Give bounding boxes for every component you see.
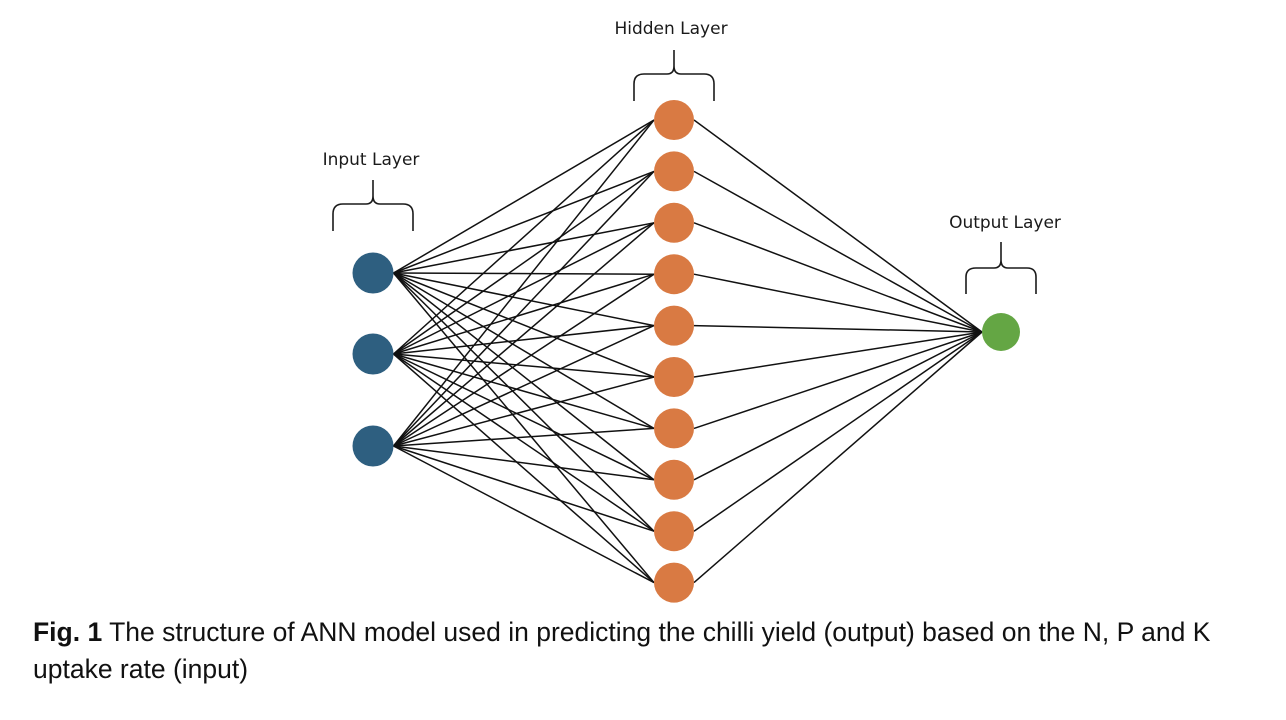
edge-hidden-7-to-output-1 xyxy=(693,331,983,430)
edge-input-1-to-hidden-8 xyxy=(393,272,655,481)
edge-input-2-to-hidden-7 xyxy=(393,353,655,430)
hidden-layer-brace xyxy=(633,50,715,101)
input-node-2 xyxy=(352,333,394,375)
edge-input-3-to-hidden-2 xyxy=(392,170,655,447)
hidden-node-6 xyxy=(654,357,694,397)
edge-hidden-4-to-output-1 xyxy=(693,273,983,333)
hidden-node-1 xyxy=(654,100,694,140)
edge-input-1-to-hidden-4 xyxy=(393,272,655,275)
output-layer-label: Output Layer xyxy=(949,213,1061,233)
edge-hidden-10-to-output-1 xyxy=(693,331,983,584)
ann-diagram: Input Layer Hidden Layer Output Layer xyxy=(323,19,1061,603)
input-node-1 xyxy=(352,252,394,294)
edge-input-2-to-hidden-6 xyxy=(393,353,655,378)
hidden-node-8 xyxy=(654,459,694,500)
edge-input-1-to-hidden-10 xyxy=(392,272,655,584)
hidden-node-10 xyxy=(654,562,694,603)
hidden-node-9 xyxy=(654,511,694,552)
edge-hidden-3-to-output-1 xyxy=(693,222,983,333)
figure-caption: Fig. 1 The structure of ANN model used i… xyxy=(33,614,1263,688)
edge-input-3-to-hidden-1 xyxy=(392,119,655,447)
hidden-node-5 xyxy=(654,305,694,346)
edge-input-3-to-hidden-7 xyxy=(393,427,655,447)
edge-input-2-to-hidden-4 xyxy=(393,273,655,355)
edge-hidden-1-to-output-1 xyxy=(693,119,983,333)
edge-input-3-to-hidden-10 xyxy=(393,445,655,584)
input-node-3 xyxy=(352,425,394,467)
edge-input-1-to-hidden-5 xyxy=(393,272,655,327)
hidden-node-7 xyxy=(654,408,694,449)
hidden-node-4 xyxy=(654,254,694,295)
edge-input-3-to-hidden-8 xyxy=(393,445,655,481)
edge-input-3-to-hidden-3 xyxy=(393,222,655,447)
edge-input-3-to-hidden-4 xyxy=(393,273,655,447)
edge-input-2-to-hidden-1 xyxy=(392,119,655,355)
edge-hidden-6-to-output-1 xyxy=(693,331,983,378)
caption-label: Fig. 1 xyxy=(33,617,103,647)
edge-input-1-to-hidden-9 xyxy=(392,272,655,532)
edge-input-1-to-hidden-2 xyxy=(393,170,655,274)
edge-input-3-to-hidden-9 xyxy=(393,445,655,532)
edge-hidden-9-to-output-1 xyxy=(693,331,983,532)
edge-input-1-to-hidden-7 xyxy=(393,272,655,430)
caption-text: The structure of ANN model used in predi… xyxy=(33,617,1211,684)
edge-input-1-to-hidden-1 xyxy=(393,119,655,274)
edge-input-1-to-hidden-6 xyxy=(393,272,655,378)
hidden-node-3 xyxy=(654,202,694,243)
output-layer-brace xyxy=(965,242,1037,294)
connections xyxy=(392,119,983,584)
input-layer-brace xyxy=(332,180,414,231)
edge-input-3-to-hidden-5 xyxy=(393,324,655,447)
edge-input-2-to-hidden-9 xyxy=(393,353,655,532)
hidden-node-2 xyxy=(654,151,694,192)
edge-input-2-to-hidden-3 xyxy=(393,222,655,355)
edge-input-2-to-hidden-5 xyxy=(393,324,655,355)
edge-hidden-5-to-output-1 xyxy=(693,324,983,333)
edge-hidden-2-to-output-1 xyxy=(693,170,983,333)
input-layer-label: Input Layer xyxy=(323,150,420,170)
edge-input-2-to-hidden-8 xyxy=(393,353,655,481)
edge-hidden-8-to-output-1 xyxy=(693,331,983,481)
edge-input-2-to-hidden-2 xyxy=(393,170,655,355)
neurons xyxy=(352,100,1020,603)
edge-input-2-to-hidden-10 xyxy=(393,353,655,584)
edge-input-1-to-hidden-3 xyxy=(393,222,655,274)
hidden-layer-label: Hidden Layer xyxy=(614,19,727,39)
output-node-1 xyxy=(982,313,1020,351)
edge-input-3-to-hidden-6 xyxy=(393,376,655,447)
